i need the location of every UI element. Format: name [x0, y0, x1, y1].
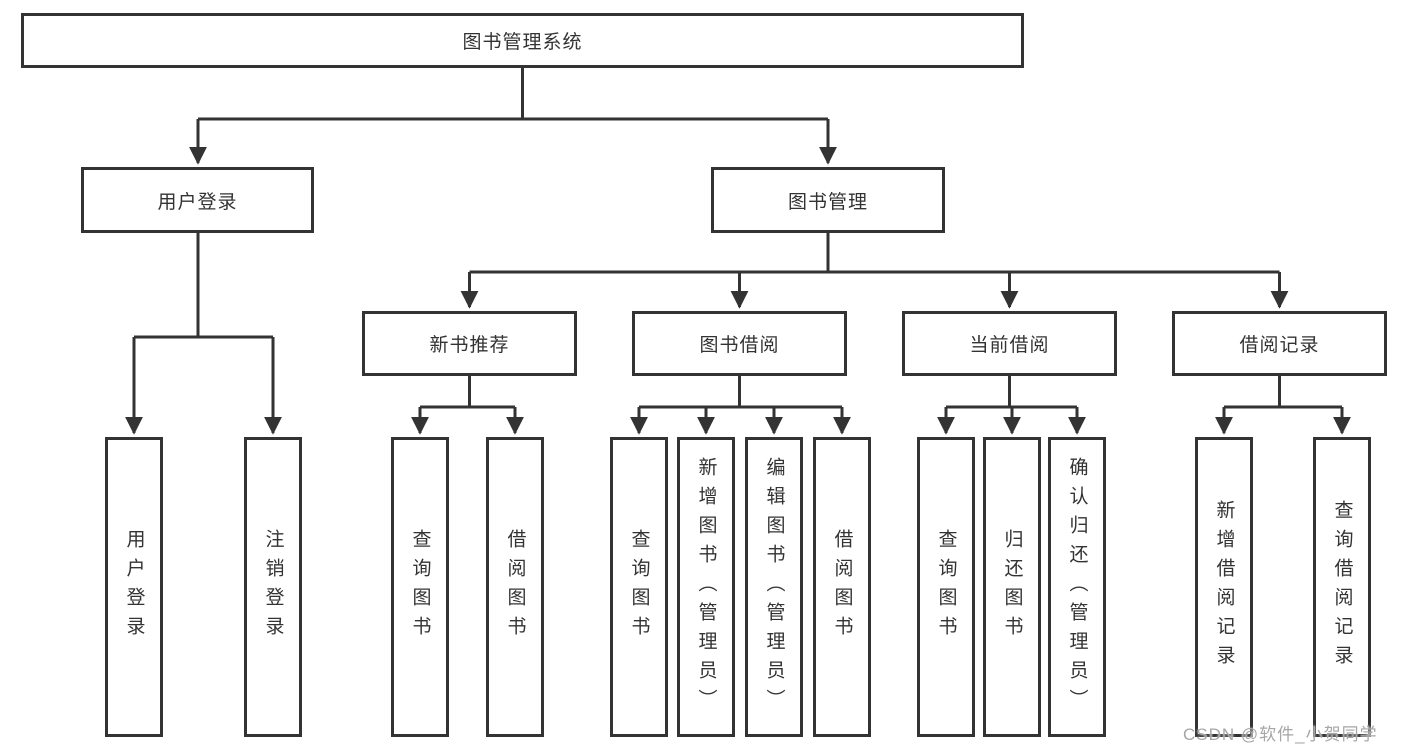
leaf-user-login: 用户登录 [105, 437, 163, 737]
leaf-borrow-books-2: 借阅图书 [813, 437, 871, 737]
csdn-watermark: CSDN @软件_小贺同学 [1183, 725, 1378, 744]
node-book-mgmt: 图书管理 [711, 167, 945, 233]
connector-records-stem [1224, 374, 1342, 409]
leaf-logout: 注销登录 [244, 437, 302, 737]
leaf-return-book: 归还图书 [983, 437, 1041, 737]
node-current-borrow: 当前借阅 [902, 311, 1117, 376]
node-root: 图书管理系统 [21, 13, 1024, 68]
leaf-query-books-3: 查询图书 [917, 437, 975, 737]
connector-bookmgmt-stem [469, 231, 1280, 274]
leaf-query-books-1: 查询图书 [391, 437, 449, 737]
connector-userlogin-stem [134, 231, 273, 339]
leaf-query-borrow-record: 查询借阅记录 [1313, 437, 1371, 737]
leaf-query-books-2: 查询图书 [610, 437, 668, 737]
node-book-borrow: 图书借阅 [632, 311, 847, 376]
leaf-borrow-books-1: 借阅图书 [486, 437, 544, 737]
connector-current-stem [946, 374, 1077, 409]
connector-recommend-stem [420, 374, 515, 409]
node-new-book-recommend: 新书推荐 [362, 311, 577, 376]
leaf-add-book-admin: 新增图书（管理员） [677, 437, 735, 737]
leaf-add-borrow-record: 新增借阅记录 [1195, 437, 1253, 737]
connector-borrow-stem [639, 374, 842, 409]
connector-root-stem [198, 66, 828, 121]
leaf-confirm-return-admin: 确认归还（管理员） [1048, 437, 1106, 737]
node-borrow-records: 借阅记录 [1172, 311, 1387, 376]
leaf-edit-book-admin: 编辑图书（管理员） [745, 437, 803, 737]
node-user-login: 用户登录 [81, 167, 314, 233]
